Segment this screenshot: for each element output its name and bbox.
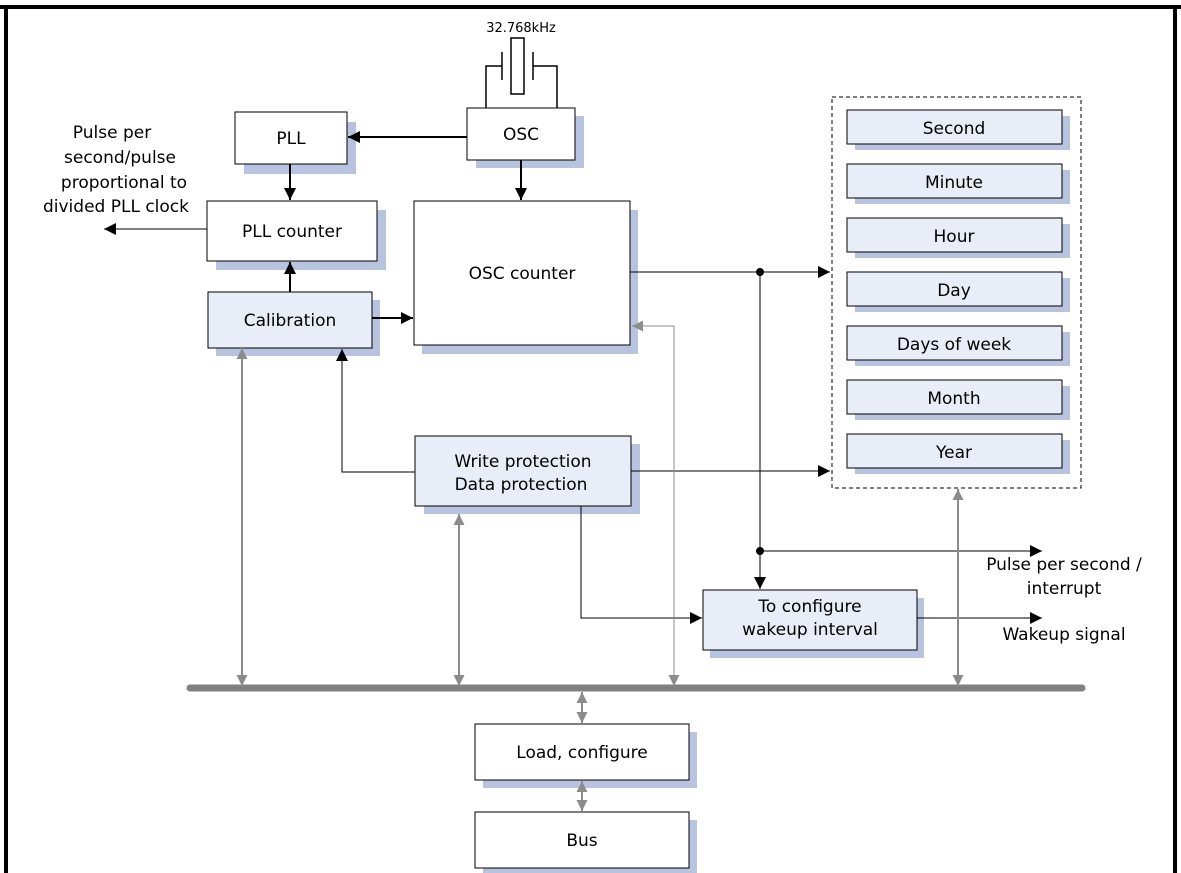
register-second-label: Second (923, 119, 986, 139)
bus-label: Bus (566, 831, 597, 851)
junction-dot-top (756, 268, 764, 276)
bus-block: Bus (474, 811, 690, 869)
crystal-icon (485, 37, 558, 108)
register-day-label: Day (937, 281, 971, 301)
register-minute-label: Minute (925, 173, 983, 193)
register-year: Year (846, 433, 1063, 469)
crystal-frequency-label: 32.768kHz (486, 21, 556, 36)
osc-counter-label: OSC counter (469, 264, 576, 284)
osc-label: OSC (503, 125, 539, 145)
register-hour: Hour (846, 217, 1063, 253)
register-month-label: Month (927, 389, 980, 409)
pll-label: PLL (276, 129, 306, 149)
wakeup-signal-label: Wakeup signal (1002, 625, 1125, 645)
register-month: Month (846, 379, 1063, 415)
osc-counter-block: OSC counter (413, 200, 631, 346)
calibration-block: Calibration (207, 291, 373, 349)
write-protection-to-wakeup-arrow (580, 506, 702, 624)
register-days-of-week: Days of week (846, 325, 1063, 361)
pll-pulse-output-label: Pulse per second/pulse proportional to d… (43, 123, 189, 217)
pll-counter-block: PLL counter (206, 200, 378, 262)
bus-to-osc-counter-link (632, 320, 680, 686)
load-configure-block: Load, configure (474, 723, 690, 781)
wakeup-config-label-2: wakeup interval (742, 620, 878, 640)
write-protection-to-calibration-arrow (336, 349, 415, 473)
write-protection-label: Write protection (454, 452, 591, 472)
data-protection-label: Data protection (455, 475, 588, 495)
register-hour-label: Hour (934, 227, 975, 247)
junction-dot-bottom (756, 547, 764, 555)
register-minute: Minute (846, 163, 1063, 199)
pll-counter-label: PLL counter (242, 222, 342, 242)
bus-connections (236, 320, 964, 811)
pll-block: PLL (234, 111, 348, 165)
register-second: Second (846, 109, 1063, 145)
pulse-interrupt-label-line-1: Pulse per second / (986, 555, 1142, 575)
pll-pulse-label-line-4: divided PLL clock (43, 197, 189, 217)
register-day: Day (846, 271, 1063, 307)
calibration-label: Calibration (244, 311, 337, 331)
register-year-label: Year (935, 443, 972, 463)
register-days-of-week-label: Days of week (897, 335, 1011, 355)
register-group-border (831, 96, 1082, 489)
pulse-interrupt-label-line-2: interrupt (1027, 579, 1102, 599)
pll-pulse-label-line-2: second/pulse (64, 148, 176, 168)
pll-pulse-label-line-1: Pulse per (73, 123, 151, 143)
wakeup-config-label-1: To configure (757, 597, 861, 617)
osc-block: OSC (466, 107, 576, 161)
page-border (0, 5, 1181, 873)
wakeup-config-block: To configure wakeup interval (702, 589, 918, 651)
pll-pulse-label-line-3: proportional to (61, 173, 187, 193)
load-configure-label: Load, configure (516, 743, 647, 763)
pulse-interrupt-output-label: Pulse per second / interrupt (986, 555, 1142, 599)
write-protection-block: Write protection Data protection (414, 435, 632, 507)
